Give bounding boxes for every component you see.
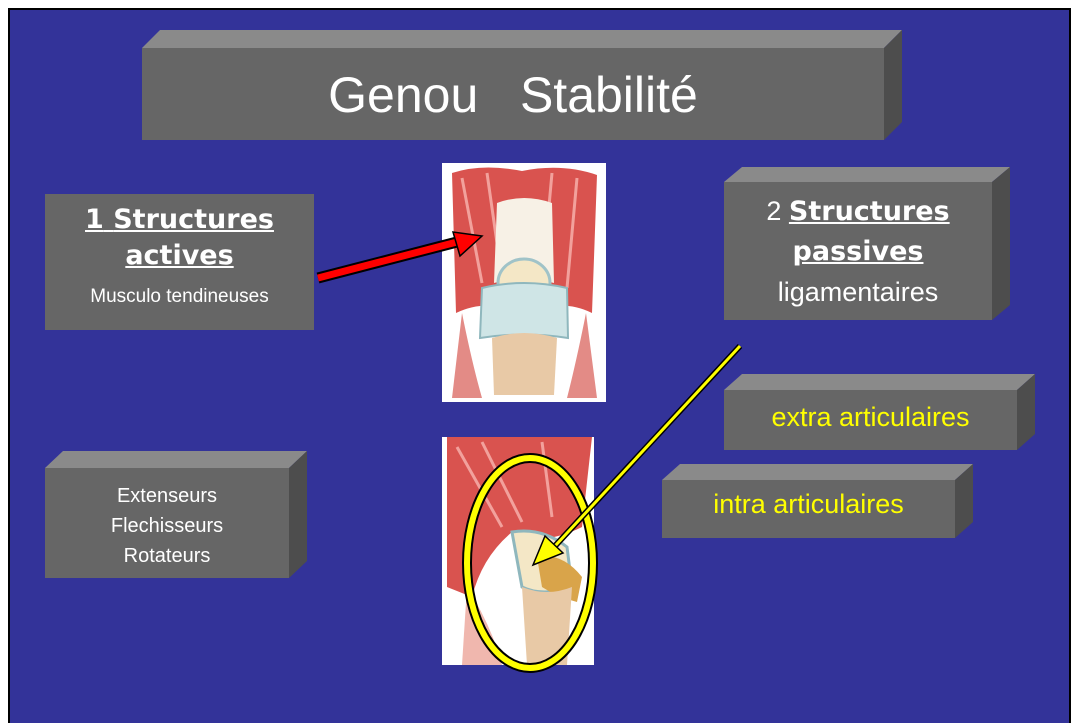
red-arrow (318, 232, 482, 278)
annotation-overlay (10, 10, 1071, 723)
yellow-arrow (533, 346, 740, 565)
slide: Genou Stabilité 1 Structures actives Mus… (8, 8, 1071, 723)
yellow-ellipse (467, 458, 593, 668)
